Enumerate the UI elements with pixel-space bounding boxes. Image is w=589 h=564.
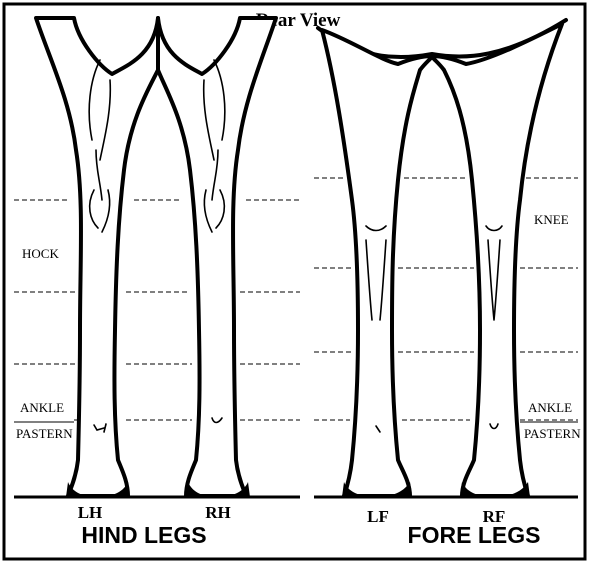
pastern-label-right: PASTERN	[524, 426, 581, 441]
hind-legs-title: HIND LEGS	[81, 522, 206, 548]
knee-label: KNEE	[534, 212, 569, 227]
leg-label-lf: LF	[367, 507, 389, 526]
fore-legs-title: FORE LEGS	[408, 522, 541, 548]
ankle-label-left: ANKLE	[20, 400, 64, 415]
leg-label-lh: LH	[78, 503, 103, 522]
pastern-label-left: PASTERN	[16, 426, 73, 441]
hock-label: HOCK	[22, 246, 59, 261]
leg-label-rh: RH	[205, 503, 231, 522]
ankle-label-right: ANKLE	[528, 400, 572, 415]
